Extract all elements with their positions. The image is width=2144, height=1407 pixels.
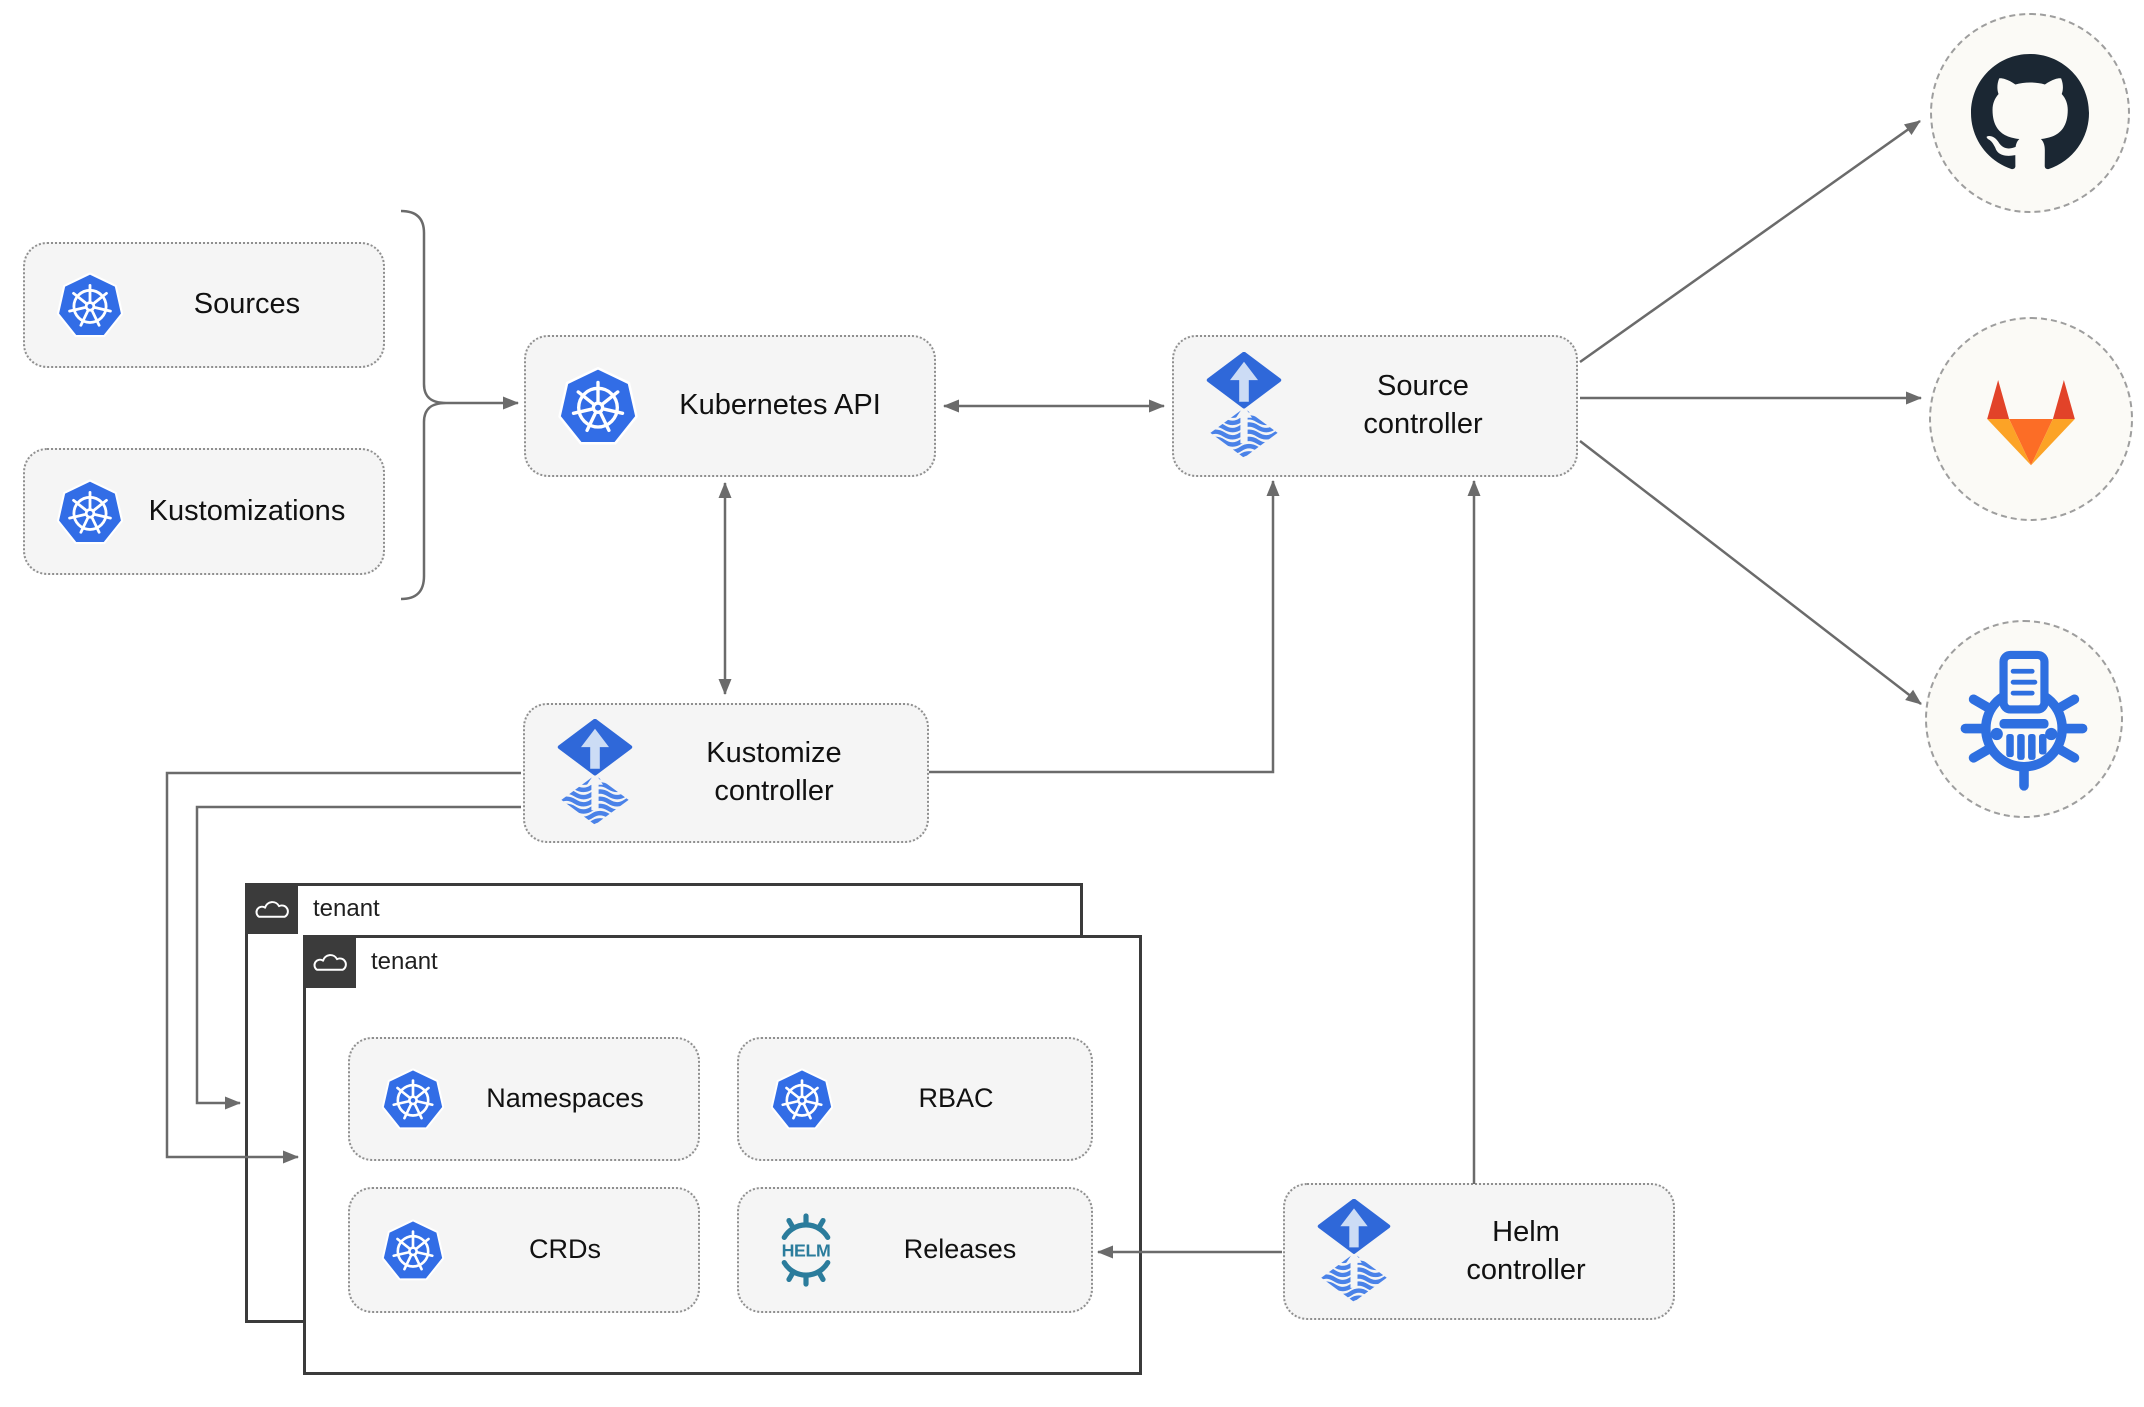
tenant-front-cloud-badge <box>303 935 356 988</box>
arrow-kustomize-controller-to-source-controller <box>929 480 1280 774</box>
node-kubernetes-api-label: Kubernetes API <box>679 389 881 422</box>
endpoint-registry <box>1925 620 2123 818</box>
node-kustomize-controller-label: Kustomize controller <box>706 737 842 807</box>
helm-wordmark-text: HELM <box>782 1240 831 1260</box>
tenant-back-label: tenant <box>313 895 380 922</box>
gitlab-icon <box>1987 380 2075 466</box>
github-icon <box>1971 54 2089 170</box>
node-helm-controller: Helm controller <box>1283 1183 1675 1320</box>
node-helm-controller-label: Helm controller <box>1466 1215 1586 1286</box>
flux-icon <box>1204 352 1284 461</box>
cloud-icon <box>254 895 290 922</box>
node-source-controller: Source controller <box>1172 335 1578 477</box>
node-rbac: RBAC <box>737 1037 1093 1161</box>
node-kustomizations-label: Kustomizations <box>148 494 346 527</box>
endpoint-github <box>1930 13 2130 213</box>
node-kubernetes-api: Kubernetes API <box>524 335 936 477</box>
kubernetes-icon <box>380 1066 446 1132</box>
helm-icon: HELM <box>782 1213 831 1287</box>
node-releases: HELM Releases <box>737 1187 1093 1313</box>
kubernetes-icon <box>55 477 125 547</box>
node-releases-label: Releases <box>903 1234 1017 1265</box>
tenant-front-label: tenant <box>371 948 438 975</box>
cloud-icon <box>312 948 348 975</box>
kubernetes-icon <box>380 1217 446 1283</box>
kubernetes-icon <box>769 1066 835 1132</box>
node-source-controller-label: Source controller <box>1363 370 1483 440</box>
node-rbac-label: RBAC <box>918 1083 994 1114</box>
node-kustomizations: Kustomizations <box>23 448 385 575</box>
node-namespaces-label: Namespaces <box>486 1083 644 1114</box>
node-sources: Sources <box>23 242 385 368</box>
node-namespaces: Namespaces <box>348 1037 700 1161</box>
node-crds-label: CRDs <box>529 1234 601 1265</box>
brace-sources-group <box>400 209 447 601</box>
endpoint-gitlab <box>1929 317 2133 521</box>
tenant-back-cloud-badge <box>245 883 298 934</box>
flux-icon <box>1315 1199 1393 1305</box>
kustomize-icon <box>1960 650 2088 791</box>
arrow-source-controller-to-registry <box>1579 440 1922 705</box>
kubernetes-icon <box>55 270 125 340</box>
node-crds: CRDs <box>348 1187 700 1313</box>
node-sources-label: Sources <box>193 288 301 321</box>
node-kustomize-controller: Kustomize controller <box>523 703 929 843</box>
flux-icon <box>555 719 635 828</box>
kubernetes-icon <box>556 364 640 448</box>
arrow-source-controller-to-github <box>1579 119 1921 364</box>
